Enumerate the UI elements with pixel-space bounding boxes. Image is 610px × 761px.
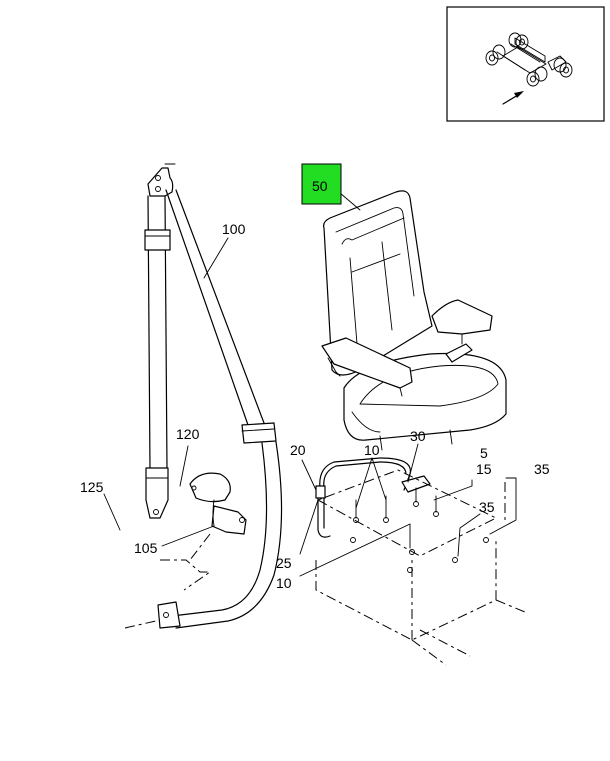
callout-100[interactable]: 100 xyxy=(222,221,246,237)
callout-35-right[interactable]: 35 xyxy=(534,461,550,477)
callout-20[interactable]: 20 xyxy=(290,442,306,458)
locator-arrow-icon xyxy=(502,91,524,105)
vehicle-chassis-locator-icon xyxy=(485,32,573,87)
callout-10-lower[interactable]: 10 xyxy=(276,575,292,591)
callout-30[interactable]: 30 xyxy=(410,428,426,444)
seat-belt-assembly xyxy=(124,163,283,629)
callout-105[interactable]: 105 xyxy=(134,540,158,556)
callouts: 50 100 120 125 105 20 10 30 5 15 35 35 2… xyxy=(80,163,550,591)
mounting-bolts xyxy=(350,487,489,573)
callout-5[interactable]: 5 xyxy=(480,445,488,461)
callout-25[interactable]: 25 xyxy=(276,555,292,571)
leader-lines xyxy=(103,192,517,577)
locator-inset xyxy=(446,6,605,122)
callout-125[interactable]: 125 xyxy=(80,479,104,495)
callout-15[interactable]: 15 xyxy=(476,461,492,477)
callout-35-middle[interactable]: 35 xyxy=(479,499,495,515)
callout-50-highlight xyxy=(301,163,342,205)
callout-50[interactable]: 50 xyxy=(312,178,328,194)
callout-120[interactable]: 120 xyxy=(176,426,200,442)
seat xyxy=(321,190,507,451)
callout-10-upper[interactable]: 10 xyxy=(364,442,380,458)
seat-riser xyxy=(315,457,526,666)
